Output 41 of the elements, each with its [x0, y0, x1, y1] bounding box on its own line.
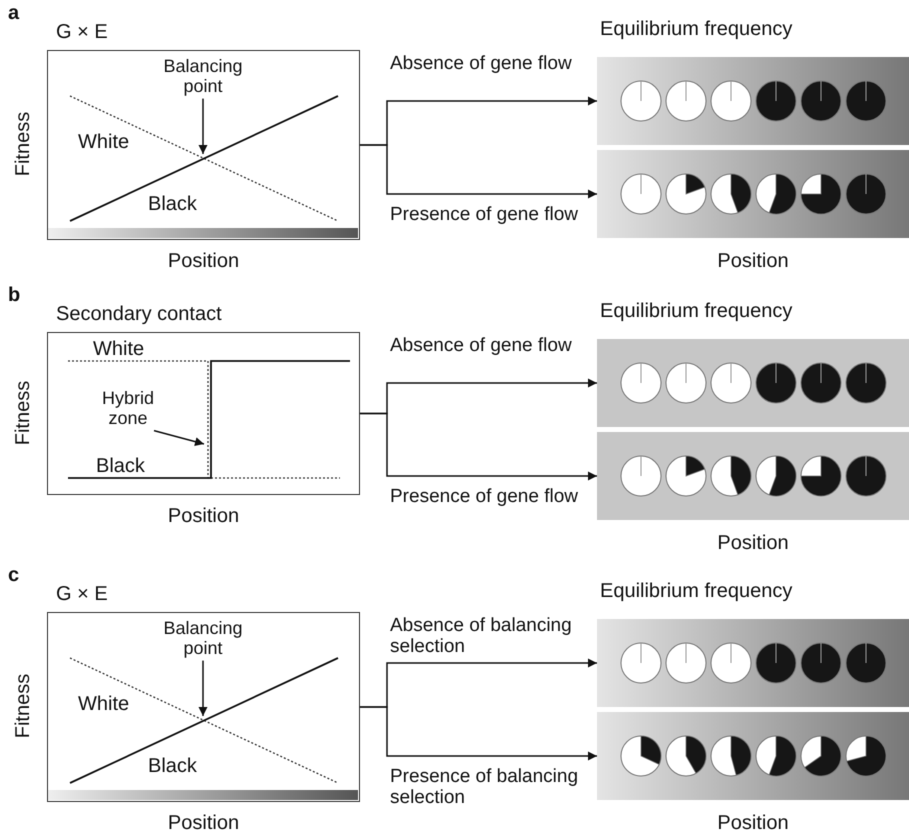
line-label: Black [96, 455, 145, 477]
axis-label: Position [716, 532, 790, 554]
arrow [360, 144, 597, 198]
line-label: White [78, 131, 130, 153]
annotation-text: Balancing point [153, 619, 253, 659]
panel-title: Equilibrium frequency [600, 580, 792, 602]
axis-label: Position [716, 812, 790, 833]
axis-label: Position [166, 505, 240, 527]
line-label: Black [148, 755, 197, 777]
frequency-panel [597, 712, 909, 800]
plot-title: G × E [56, 583, 108, 605]
axis-label: Fitness [12, 379, 34, 447]
arrow [360, 412, 597, 480]
annotation-text: Balancing point [153, 57, 253, 97]
frequency-panel [597, 339, 909, 427]
axis-label: Position [166, 250, 240, 272]
leader-arrow [198, 98, 208, 154]
frequency-panel [597, 150, 909, 238]
leader-arrow [154, 430, 204, 446]
panel-letter: a [8, 2, 20, 24]
axis-label: Position [166, 812, 240, 833]
panel-title: Equilibrium frequency [600, 18, 792, 40]
line-label: White [78, 693, 130, 715]
frequency-panel [597, 57, 909, 145]
leader-arrow [198, 660, 208, 716]
axis-label: Fitness [12, 672, 34, 740]
arrow [360, 706, 597, 760]
annotation-text: Hybrid zone [88, 389, 168, 429]
frequency-panel [597, 432, 909, 520]
line-label: Black [148, 193, 197, 215]
frequency-panel [597, 619, 909, 707]
axis-label: Position [716, 250, 790, 272]
plot-title: Secondary contact [56, 303, 222, 325]
plot-title: G × E [56, 21, 108, 43]
panel-letter: c [8, 564, 20, 586]
axis-label: Fitness [12, 110, 34, 178]
panel-title: Equilibrium frequency [600, 300, 792, 322]
edge-label: Presence of gene flow [390, 204, 580, 226]
edge-label: Presence of gene flow [390, 486, 580, 508]
panel-letter: b [8, 284, 20, 306]
line-label: White [93, 338, 144, 360]
